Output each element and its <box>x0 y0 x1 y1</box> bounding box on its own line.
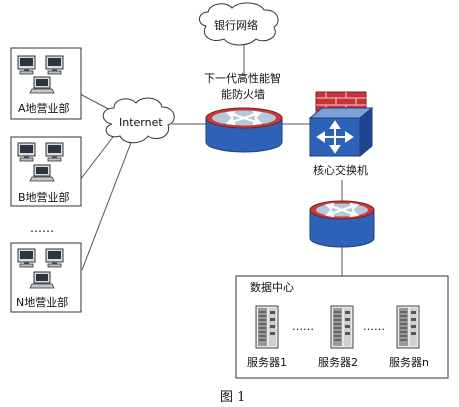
router-body <box>309 209 375 248</box>
link-branch-n-internet <box>81 139 133 271</box>
server-rack-icon <box>255 305 279 349</box>
laptop-icon <box>29 271 55 289</box>
firewall-router <box>205 107 283 153</box>
laptop-icon <box>29 164 55 182</box>
datacenter-gap-1: …… <box>292 320 314 333</box>
cloud-icon <box>102 97 175 144</box>
figure-caption: 图 1 <box>220 390 245 405</box>
router-icon <box>324 202 360 218</box>
firewall-label-line2: 能防火墙 <box>221 87 265 101</box>
switch-side <box>359 106 373 158</box>
datacenter-title: 数据中心 <box>250 280 294 294</box>
server-1-label: 服务器1 <box>247 356 287 369</box>
firewall-label-line1: 下一代高性能智 <box>204 71 281 85</box>
bank-network-label: 银行网络 <box>214 18 258 32</box>
desktop-computer-icon <box>45 248 64 268</box>
laptop-icon <box>29 76 55 94</box>
desktop-computer-icon <box>17 55 36 75</box>
desktop-computer-icon <box>17 142 36 162</box>
server-rack-icon <box>396 305 420 349</box>
server-2-label: 服务器2 <box>318 356 358 369</box>
switch-arrows-icon <box>316 120 354 154</box>
core-switch: 核心交换机 <box>308 91 374 177</box>
datacenter-router <box>309 200 375 248</box>
branch-a: A地营业部 <box>10 47 82 120</box>
branch-b: B地营业部 <box>10 136 82 207</box>
branch-n: N地营业部 <box>10 242 82 313</box>
desktop-computer-icon <box>45 142 64 162</box>
branch-a-label: A地营业部 <box>18 101 70 115</box>
bank-network-cloud: 银行网络 <box>199 2 279 46</box>
router-icon <box>225 110 263 126</box>
branch-n-label: N地营业部 <box>16 295 68 309</box>
branch-ellipsis: …… <box>30 221 54 235</box>
core-switch-label: 核心交换机 <box>313 163 368 177</box>
desktop-computer-icon <box>45 55 64 75</box>
link-branch-b-internet <box>79 132 117 181</box>
cloud-icon <box>199 2 279 46</box>
server-rack-icon <box>330 305 354 349</box>
internet-cloud: Internet <box>102 97 175 144</box>
datacenter-gap-2: …… <box>363 320 385 333</box>
branch-b-label: B地营业部 <box>18 190 70 204</box>
desktop-computer-icon <box>17 248 36 268</box>
server-n-label: 服务器n <box>389 356 429 369</box>
internet-label: Internet <box>119 116 163 129</box>
datacenter: 数据中心 …… …… 服务器1 服务器2 服务器n <box>235 275 449 379</box>
